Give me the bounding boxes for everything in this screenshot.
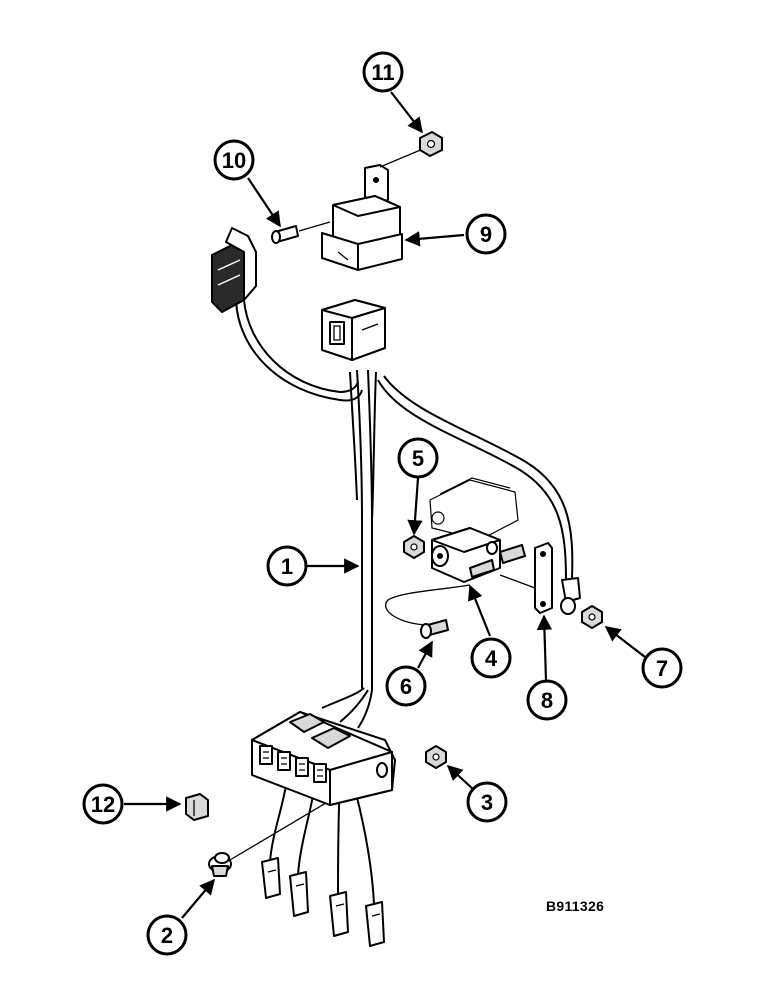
figure-id: B911326 — [546, 898, 605, 914]
relay-socket — [321, 299, 386, 361]
circuit-breaker — [429, 477, 526, 583]
callout-2-label: 2 — [161, 923, 173, 948]
callout-4: 4 — [470, 637, 512, 679]
callout-1-label: 1 — [281, 554, 293, 579]
bolt — [271, 221, 331, 244]
wire-terminals — [261, 857, 385, 947]
bus-bar-link — [499, 542, 553, 614]
callout-7: 7 — [641, 647, 683, 689]
callout-5-label: 5 — [412, 446, 424, 471]
callout-9: 9 — [465, 213, 507, 255]
callout-2: 2 — [146, 914, 188, 956]
fuse-block — [251, 711, 396, 806]
callout-5: 5 — [397, 437, 439, 479]
harness-connector-plug — [211, 227, 257, 314]
relay — [321, 145, 431, 271]
nut — [419, 131, 443, 157]
spare-fuse — [185, 793, 209, 821]
nut-item3 — [425, 745, 447, 769]
nut-item5 — [403, 535, 425, 559]
callout-11-label: 11 — [371, 60, 394, 85]
callout-10-label: 10 — [222, 148, 246, 173]
callout-3-label: 3 — [481, 790, 493, 815]
callout-3: 3 — [466, 781, 508, 823]
callout-4-label: 4 — [485, 646, 498, 671]
callout-8: 8 — [526, 679, 568, 721]
callout-8-label: 8 — [541, 688, 553, 713]
callout-12: 12 — [82, 783, 124, 825]
callout-11: 11 — [362, 51, 404, 93]
callout-9-label: 9 — [480, 222, 492, 247]
leader-lines — [124, 91, 646, 919]
wire-harness — [229, 299, 574, 906]
ring-terminal — [560, 577, 581, 615]
screw-item2 — [208, 852, 232, 877]
callout-10: 10 — [213, 139, 255, 181]
screw-item6 — [420, 619, 449, 639]
callout-6: 6 — [385, 665, 427, 707]
callout-7-label: 7 — [656, 656, 668, 681]
callout-12-label: 12 — [91, 792, 115, 817]
callout-1: 1 — [266, 545, 308, 587]
nut-item7 — [581, 605, 603, 629]
callout-6-label: 6 — [400, 674, 412, 699]
